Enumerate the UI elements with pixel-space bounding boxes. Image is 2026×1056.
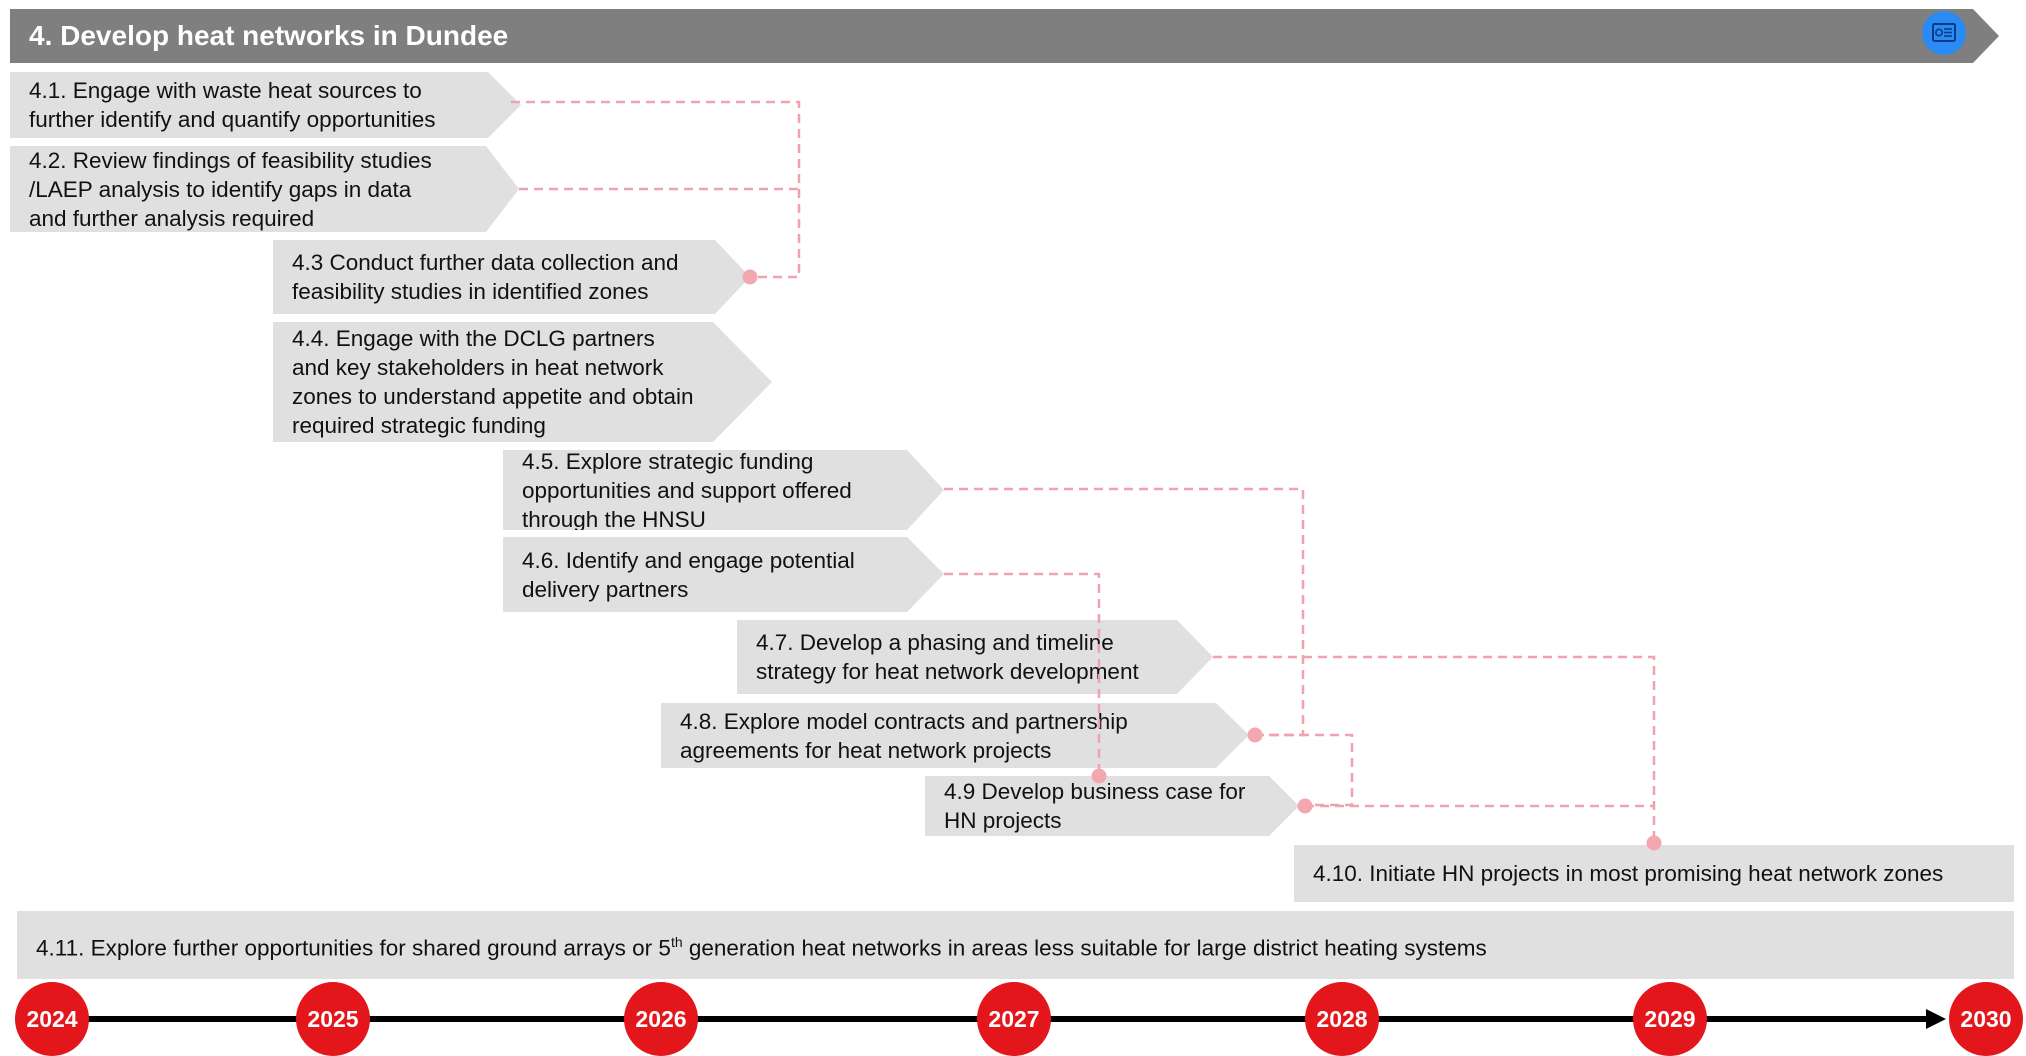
connector-dot-4-8 [1247,727,1263,743]
task-4-9: 4.9 Develop business case for HN project… [925,776,1299,836]
task-4-8: 4.8. Explore model contracts and partner… [661,703,1249,768]
year-2024: 2024 [15,982,89,1056]
task-4-6: 4.6. Identify and engage potential deliv… [503,537,944,612]
task-4-4: 4.4. Engage with the DCLG partners and k… [273,322,772,442]
task-4-5-label: 4.5. Explore strategic funding opportuni… [522,448,852,532]
timeline-arrow-icon [1926,1009,1946,1029]
year-2028: 2028 [1305,982,1379,1056]
year-2029: 2029 [1633,982,1707,1056]
task-4-7-label: 4.7. Develop a phasing and timeline stra… [756,630,1139,684]
task-4-8-label: 4.8. Explore model contracts and partner… [680,708,1128,763]
section-header-banner: 4. Develop heat networks in Dundee [10,9,1999,63]
task-4-11: 4.11. Explore further opportunities for … [17,911,2014,979]
year-2027: 2027 [977,982,1051,1056]
task-4-2-label: 4.2. Review findings of feasibility stud… [29,147,432,231]
task-4-3: 4.3 Conduct further data collection and … [273,240,750,314]
task-4-9-label: 4.9 Develop business case for HN project… [944,779,1246,833]
task-4-1: 4.1. Engage with waste heat sources to f… [10,72,521,138]
task-4-10: 4.10. Initiate HN projects in most promi… [1294,845,2014,902]
task-4-3-label: 4.3 Conduct further data collection and … [292,250,679,304]
task-4-5: 4.5. Explore strategic funding opportuni… [503,450,944,530]
task-4-1-label: 4.1. Engage with waste heat sources to f… [29,78,436,132]
task-4-7: 4.7. Develop a phasing and timeline stra… [737,620,1213,694]
year-2025: 2025 [296,982,370,1056]
connector-4-5-to-4-8 [944,487,1305,737]
task-4-6-label: 4.6. Identify and engage potential deliv… [522,547,855,602]
section-title: 4. Develop heat networks in Dundee [29,20,509,51]
task-4-11-label: 4.11. Explore further opportunities for … [36,933,1487,961]
year-2026: 2026 [624,982,698,1056]
task-4-10-label: 4.10. Initiate HN projects in most promi… [1313,861,1944,886]
task-4-2: 4.2. Review findings of feasibility stud… [10,146,519,232]
presentation-icon[interactable] [1922,11,1966,55]
task-4-4-label: 4.4. Engage with the DCLG partners and k… [292,326,694,438]
connector-dot-4-9b [1297,798,1313,814]
year-2030: 2030 [1949,982,2023,1056]
